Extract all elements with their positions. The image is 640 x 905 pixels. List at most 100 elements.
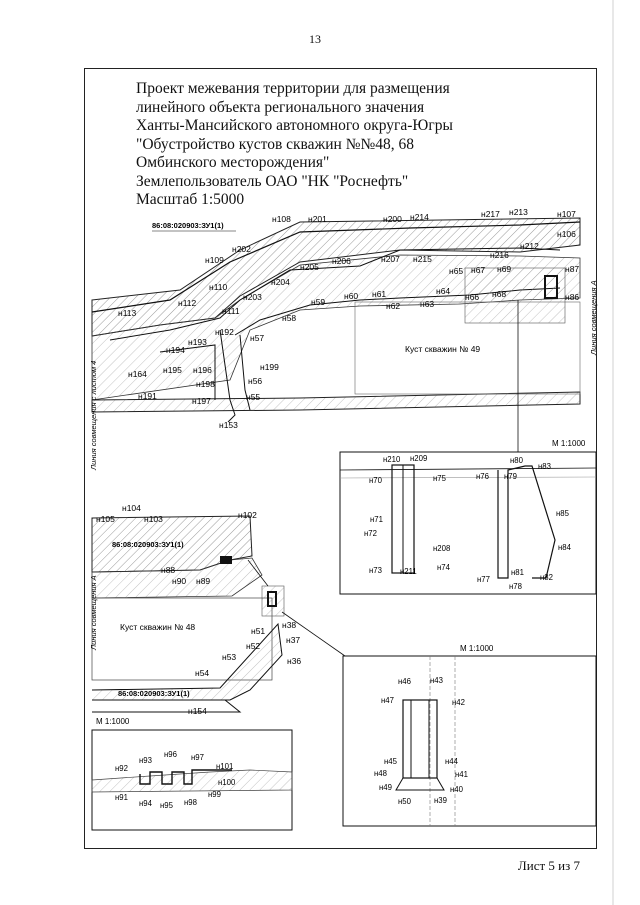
inset-3-scale: М 1:1000 (96, 717, 130, 726)
point-label: н201 (308, 214, 327, 224)
point-label: н91 (115, 793, 128, 802)
inset-3-pipe (139, 769, 232, 785)
side-label-left-top: Линия совмещения с листом 4 (89, 361, 98, 471)
road-strip (91, 391, 581, 413)
point-label: н202 (232, 244, 251, 254)
pipe-block-bottom (220, 556, 232, 564)
inset-marker-bottom (261, 585, 285, 617)
left-branch (159, 344, 216, 400)
point-label: н107 (557, 209, 576, 219)
point-label: н77 (477, 575, 490, 584)
point-label: н68 (492, 289, 506, 299)
point-label: н72 (364, 529, 377, 538)
point-label: н53 (222, 652, 236, 662)
pipe-inset-2-base (395, 777, 445, 791)
point-label: н48 (374, 769, 387, 778)
point-labels-top: н108 н201 н200 н214 н217 н213 н107 н106 … (118, 207, 579, 430)
point-label: н66 (465, 292, 479, 302)
point-label: н203 (243, 292, 262, 302)
inset-2: М 1:1000 н46 н43 н47 н42 н45 н44 н48 н41… (342, 644, 597, 827)
point-label: н43 (430, 676, 443, 685)
point-label: н74 (437, 563, 451, 572)
point-label: н63 (420, 299, 434, 309)
point-label: н198 (196, 379, 215, 389)
point-label: н70 (369, 476, 383, 485)
point-label: н200 (383, 214, 402, 224)
point-label: н195 (163, 365, 182, 375)
parcel-id-top: 86:08:020903:ЗУ1(1) (152, 221, 224, 230)
corridor-hatched-lower (91, 254, 581, 401)
point-label: н64 (436, 286, 450, 296)
point-label: н61 (372, 289, 386, 299)
point-label: н153 (219, 420, 238, 430)
inset-2-frame (342, 655, 597, 827)
point-label: н81 (511, 568, 524, 577)
inset-2-scale: М 1:1000 (460, 644, 494, 653)
point-label: н105 (96, 514, 115, 524)
inset-1-line (339, 467, 597, 471)
point-label: н60 (344, 291, 358, 301)
parcel-id-bottom-2: 86:08:020903:ЗУ1(1) (118, 689, 190, 698)
point-label: н55 (246, 392, 260, 402)
point-label: н196 (193, 365, 212, 375)
pipe-small-bottom (267, 591, 277, 607)
point-label: н56 (248, 376, 262, 386)
top-plan: Куст скважин № 49 86:08:020903:ЗУ1(1) Ли… (89, 207, 598, 471)
point-label: н213 (509, 207, 528, 217)
title-line: Проект межевания территории для размещен… (136, 80, 450, 97)
pipe-inset-2 (402, 699, 438, 779)
point-label: н215 (413, 254, 432, 264)
point-label: н209 (410, 454, 427, 463)
point-label: н58 (282, 313, 296, 323)
point-label: н44 (445, 757, 459, 766)
point-label: н164 (128, 369, 147, 379)
well-pad-49-label: Куст скважин № 49 (405, 344, 480, 354)
point-label: н102 (238, 510, 257, 520)
point-label: н45 (384, 757, 398, 766)
point-label: н86 (565, 292, 579, 302)
point-label: н212 (520, 241, 539, 251)
pipe-block (544, 275, 558, 299)
inset-marker (464, 267, 566, 324)
title-line: "Обустройство кустов скважин №№48, 68 (136, 135, 415, 153)
side-label-left-bottom: Линия совмещения А (89, 575, 98, 651)
point-label: н210 (383, 455, 401, 464)
point-label: н194 (166, 345, 185, 355)
point-label: н67 (471, 265, 485, 275)
point-label: н92 (115, 764, 128, 773)
bottom-plan: Куст скважин № 48 86:08:020903:ЗУ1(1) 86… (89, 503, 346, 716)
leader-to-inset-2 (281, 611, 346, 657)
title-line: линейного объекта регионального значения (136, 98, 425, 116)
point-label: н54 (195, 668, 209, 678)
point-label: н192 (215, 327, 234, 337)
point-label: н113 (118, 308, 137, 318)
point-label: н108 (272, 214, 291, 224)
point-label: н76 (476, 472, 489, 481)
point-label: н73 (369, 566, 382, 575)
title-line: Масштаб 1:5000 (136, 191, 245, 208)
side-label-right-top: Линия совмещения А (589, 280, 598, 356)
point-label: н51 (251, 626, 265, 636)
point-labels-bottom: н104 н105 н103 н102 н88 н90 н89 н38 н51 … (96, 503, 301, 716)
boundary-line-2 (109, 247, 561, 341)
point-label: н207 (381, 254, 400, 264)
point-label: н205 (300, 262, 319, 272)
point-label: н98 (184, 798, 197, 807)
point-label: н95 (160, 801, 174, 810)
bottom-boundary (91, 622, 283, 701)
point-label: н191 (138, 391, 157, 401)
point-label: н52 (246, 641, 260, 651)
point-label: н37 (286, 635, 300, 645)
boundary-line-1 (91, 221, 581, 313)
point-label: н80 (510, 456, 524, 465)
point-label: н40 (450, 785, 464, 794)
inset-1-line (339, 476, 597, 479)
point-label: н197 (192, 396, 211, 406)
point-label: н79 (504, 472, 517, 481)
point-label: н217 (481, 209, 500, 219)
inset-2-labels: н46 н43 н47 н42 н45 н44 н48 н41 н49 н40 … (374, 676, 468, 806)
inset-1: М 1:1000 н210 н209 н70 н75 н76 н79 н80 н… (339, 439, 597, 595)
point-label: н110 (209, 282, 228, 292)
scan-edge (612, 0, 614, 905)
